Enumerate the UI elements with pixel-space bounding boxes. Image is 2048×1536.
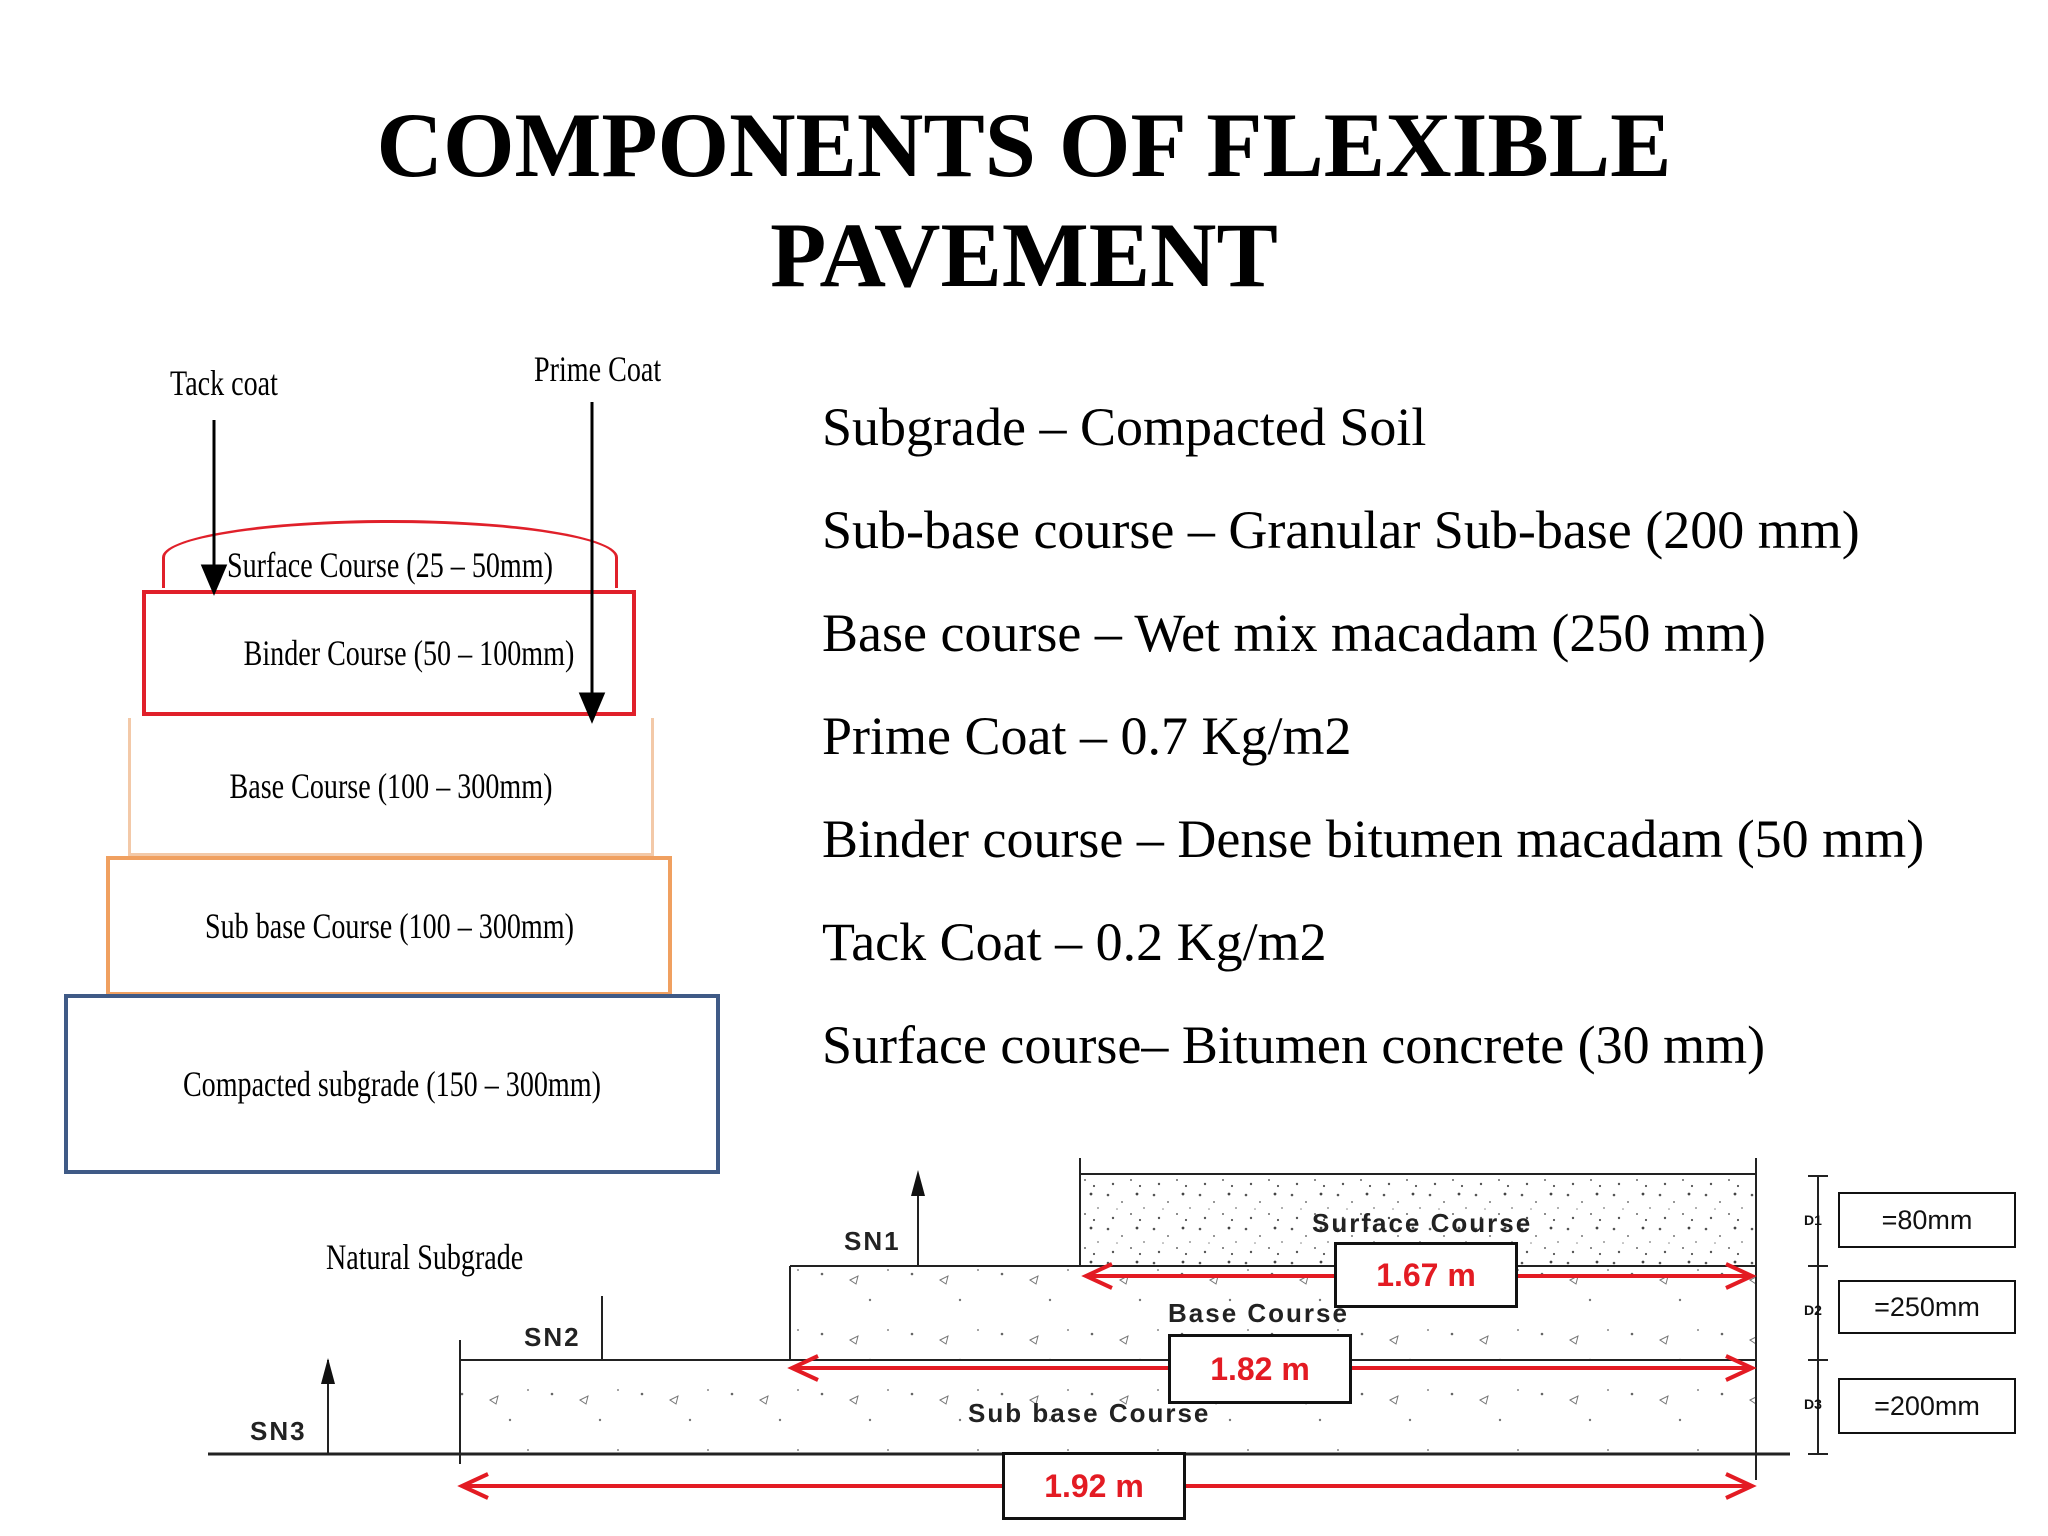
tack-coat-arrow bbox=[200, 420, 228, 596]
width-surface-value: 1.67 m bbox=[1376, 1256, 1476, 1293]
d3-value: =200mm bbox=[1874, 1390, 1980, 1421]
slide-title: COMPONENTS OF FLEXIBLE PAVEMENT bbox=[0, 90, 2048, 310]
width-surface-box: 1.67 m bbox=[1334, 1242, 1518, 1308]
component-item: Prime Coat – 0.7 Kg/m2 bbox=[822, 706, 1352, 766]
width-base-value: 1.82 m bbox=[1210, 1350, 1310, 1387]
binder-course-label: Binder Course (50 – 100mm) bbox=[243, 633, 575, 673]
width-base-box: 1.82 m bbox=[1168, 1334, 1352, 1404]
compacted-subgrade-label: Compacted subgrade (150 – 300mm) bbox=[182, 1064, 601, 1104]
component-item: Subgrade – Compacted Soil bbox=[822, 397, 1427, 457]
compacted-subgrade-layer: Compacted subgrade (150 – 300mm) bbox=[64, 994, 720, 1174]
component-item: Sub-base course – Granular Sub-base (200… bbox=[822, 500, 1860, 560]
component-item: Base course – Wet mix macadam (250 mm) bbox=[822, 603, 1766, 663]
d1-label: D1 bbox=[1804, 1212, 1822, 1228]
base-course-text: Base Course bbox=[1168, 1298, 1349, 1328]
sn1-label: SN1 bbox=[844, 1226, 901, 1256]
prime-coat-arrow bbox=[578, 402, 606, 724]
d2-value-box: =250mm bbox=[1838, 1280, 2016, 1334]
d1-value: =80mm bbox=[1881, 1204, 1973, 1235]
component-item: Binder course – Dense bitumen macadam (5… bbox=[822, 809, 1925, 869]
d1-value-box: =80mm bbox=[1838, 1192, 2016, 1248]
title-line-2: PAVEMENT bbox=[770, 204, 1278, 306]
surface-course-layer: Surface Course (25 – 50mm) bbox=[162, 520, 618, 588]
prime-coat-label: Prime Coat bbox=[534, 349, 662, 389]
surface-course-label: Surface Course (25 – 50mm) bbox=[227, 544, 553, 585]
d2-value: =250mm bbox=[1874, 1291, 1980, 1322]
subbase-course-fill bbox=[460, 1362, 1756, 1454]
width-subbase-value: 1.92 m bbox=[1044, 1467, 1144, 1504]
sn1-arrowhead bbox=[911, 1170, 925, 1196]
base-course-label: Base Course (100 – 300mm) bbox=[229, 765, 553, 806]
binder-course-layer: Binder Course (50 – 100mm) bbox=[142, 590, 636, 716]
width-subbase-box: 1.92 m bbox=[1002, 1452, 1186, 1520]
tack-coat-label: Tack coat bbox=[170, 363, 278, 403]
base-course-layer: Base Course (100 – 300mm) bbox=[128, 718, 654, 856]
subbase-course-layer: Sub base Course (100 – 300mm) bbox=[106, 856, 672, 996]
natural-subgrade-label: Natural Subgrade bbox=[326, 1237, 524, 1277]
component-item: Surface course– Bitumen concrete (30 mm) bbox=[822, 1015, 1766, 1075]
sn3-arrowhead bbox=[321, 1358, 335, 1384]
d3-label: D3 bbox=[1804, 1396, 1822, 1412]
sn2-label: SN2 bbox=[524, 1322, 581, 1352]
surface-course-text: Surface Course bbox=[1312, 1208, 1533, 1238]
component-item: Tack Coat – 0.2 Kg/m2 bbox=[822, 912, 1327, 972]
components-list: Subgrade – Compacted Soil Sub-base cours… bbox=[822, 392, 1924, 1113]
title-line-1: COMPONENTS OF FLEXIBLE bbox=[376, 94, 1672, 196]
d3-value-box: =200mm bbox=[1838, 1378, 2016, 1434]
subbase-course-label: Sub base Course (100 – 300mm) bbox=[204, 906, 574, 946]
sn3-label: SN3 bbox=[250, 1416, 307, 1446]
d2-label: D2 bbox=[1804, 1302, 1822, 1318]
